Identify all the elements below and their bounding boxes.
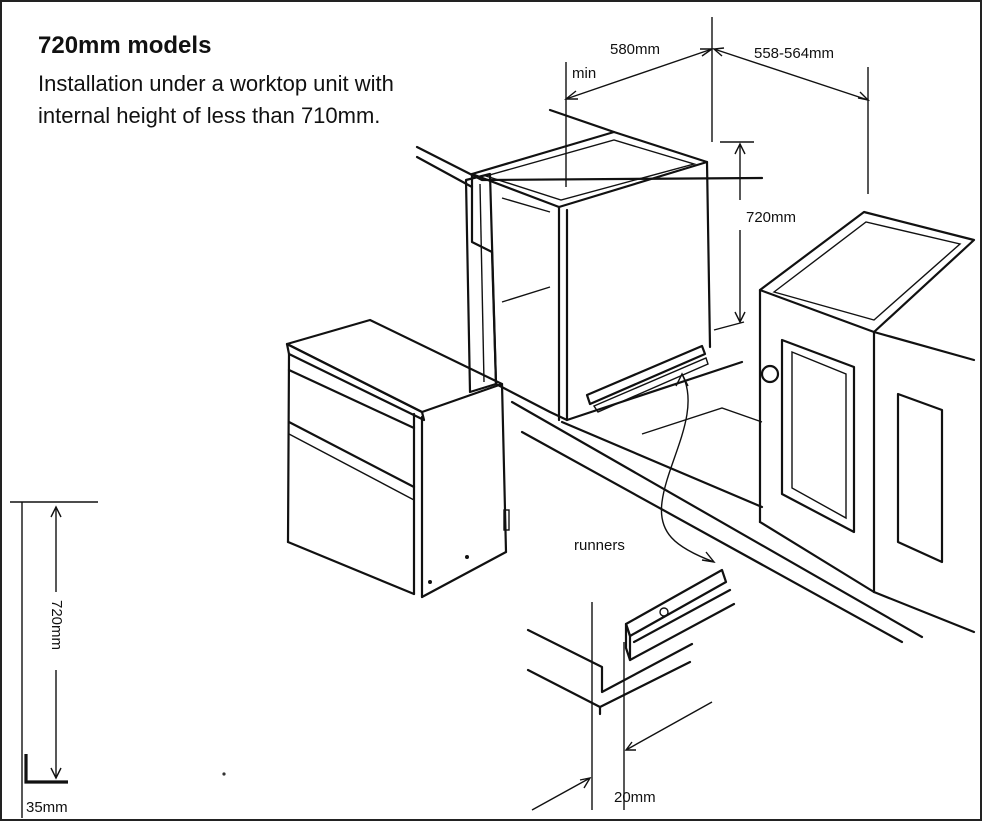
depth-label: 580mm bbox=[610, 41, 660, 58]
drawer-appliance bbox=[285, 318, 510, 599]
plinth-label: 35mm bbox=[26, 799, 68, 816]
adjacent-cabinet bbox=[758, 210, 976, 634]
min-label: min bbox=[572, 65, 596, 82]
worktop-cabinet bbox=[415, 108, 924, 644]
runners-callout: runners bbox=[574, 372, 716, 563]
height-dimension: 720mm bbox=[713, 141, 796, 331]
width-dimension: 558-564mm bbox=[712, 45, 871, 194]
diagram-description: Installation under a worktop unit with i… bbox=[38, 71, 394, 128]
diagram-title: 720mm models bbox=[38, 32, 212, 59]
runners-label: runners bbox=[574, 537, 625, 554]
runner-detail: 20mm bbox=[526, 568, 736, 811]
width-label: 558-564mm bbox=[754, 45, 834, 62]
height-label: 720mm bbox=[746, 209, 796, 226]
depth-dimension: 580mm min bbox=[564, 17, 715, 187]
side-height-scale: 720mm 35mm bbox=[10, 501, 98, 818]
runner-offset-label: 20mm bbox=[614, 789, 656, 806]
side-height-label: 720mm bbox=[48, 600, 65, 650]
